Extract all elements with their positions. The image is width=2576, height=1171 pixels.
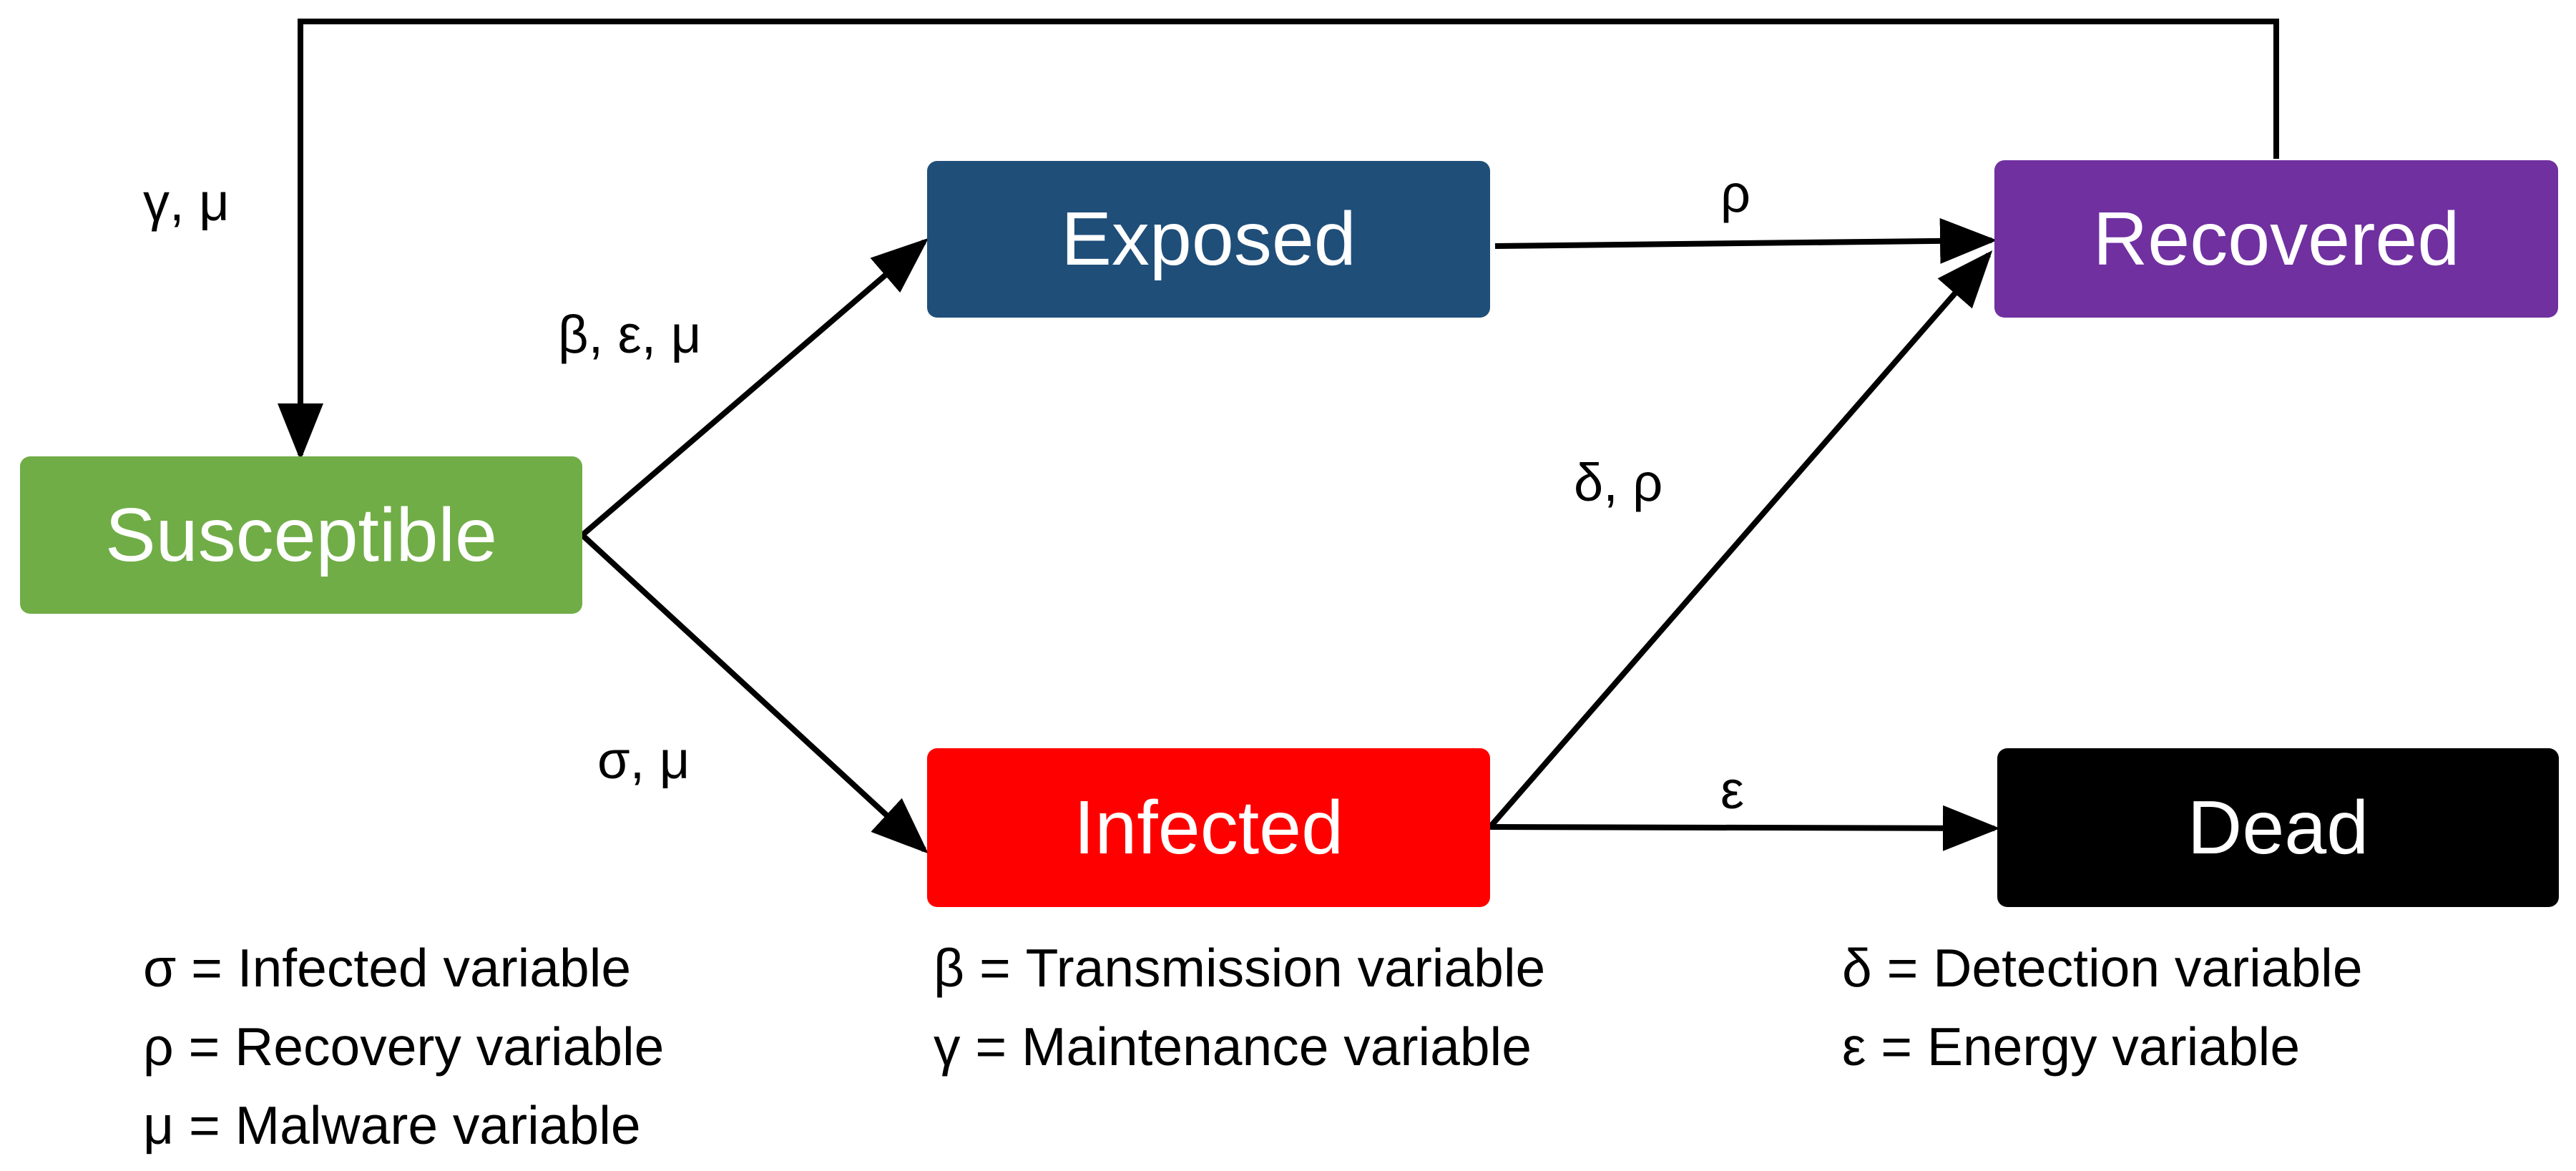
- legend-item-sigma: σ = Infected variable: [143, 938, 632, 998]
- edge-label-infected-to-dead: ε: [1720, 760, 1744, 820]
- edge-label-infected-to-recovered: δ, ρ: [1574, 453, 1663, 512]
- legend-item-mu: μ = Malware variable: [143, 1095, 641, 1155]
- edge-label-exposed-to-recovered: ρ: [1720, 164, 1751, 223]
- edge-recovered-to-susceptible: [278, 19, 2279, 461]
- edge-susceptible-to-exposed: [580, 237, 929, 538]
- exposed-node: Exposed: [927, 161, 1490, 318]
- edge-label-susceptible-to-infected: σ, μ: [597, 730, 690, 790]
- legend-item-beta: β = Transmission variable: [934, 938, 1546, 998]
- recovered-node: Recovered: [1994, 160, 2558, 318]
- legend-item-epsilon: ε = Energy variable: [1842, 1016, 2301, 1077]
- edge-infected-to-dead: [1489, 805, 2000, 851]
- dead-node: Dead: [1997, 748, 2559, 907]
- edge-label-recovered-to-susceptible: γ, μ: [143, 172, 230, 232]
- edge-infected-to-recovered: [1487, 250, 1993, 829]
- edge-exposed-to-recovered: [1494, 217, 1997, 264]
- legend-item-rho: ρ = Recovery variable: [143, 1016, 665, 1077]
- susceptible-node: Susceptible: [20, 456, 582, 614]
- legend-item-gamma: γ = Maintenance variable: [934, 1016, 1532, 1077]
- edge-label-susceptible-to-exposed: β, ε, μ: [558, 305, 702, 364]
- infected-node: Infected: [927, 748, 1490, 907]
- legend-item-delta: δ = Detection variable: [1842, 938, 2363, 998]
- edge-susceptible-to-infected: [580, 533, 929, 854]
